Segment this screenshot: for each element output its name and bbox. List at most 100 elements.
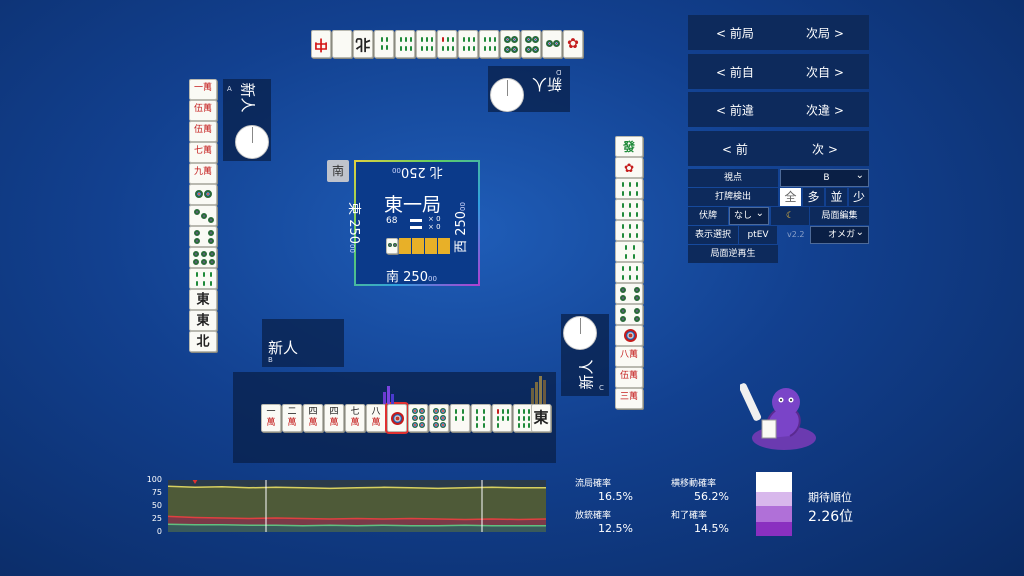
tile-sou [479, 30, 499, 58]
prev-next-round-bar: < 前局 次局 > [688, 15, 869, 50]
bottom-player-seat: B [268, 356, 273, 364]
left-player-panel: 新人 A [223, 79, 271, 161]
right-player-seat: C [599, 384, 604, 392]
current-position-marker-icon [192, 480, 198, 484]
detect-option-many[interactable]: 多 [803, 188, 824, 206]
discard-detect-label: 打牌検出 [688, 188, 778, 206]
tile: 九萬 [189, 163, 217, 184]
prev-diff-button[interactable]: < 前違 [716, 103, 754, 117]
north-label: 北 [429, 164, 443, 179]
dora-indicator-tile [386, 238, 398, 254]
dora-hidden-tile [399, 238, 411, 254]
face-down-select[interactable]: なし [729, 206, 769, 225]
next-round-button[interactable]: 次局 > [806, 26, 844, 40]
round-name: 東一局 [384, 194, 442, 216]
tile-sou [615, 241, 643, 262]
drawn-tile[interactable]: 東 [531, 404, 551, 432]
north-00: 00 [392, 166, 401, 174]
viewpoint-label: 視点 [688, 169, 778, 187]
tile-north: 北 [353, 30, 373, 58]
right-discard-column: 發 ✿ 八萬 伍萬 三萬 [615, 136, 643, 409]
tile: 伍萬 [189, 100, 217, 121]
series-top-line [168, 485, 546, 490]
hand-tile[interactable] [385, 402, 409, 434]
riichi-stick-icon [410, 226, 422, 229]
next-button[interactable]: 次 > [812, 142, 838, 156]
bottom-player-name: 新人 [268, 339, 299, 357]
y-tick-0: 0 [156, 527, 162, 536]
tile-chun: 中 [311, 30, 331, 58]
prev-round-button[interactable]: < 前局 [716, 26, 754, 40]
dealin-rate-value: 12.5% [598, 522, 633, 535]
top-player-panel: 新人 D [488, 66, 570, 112]
prev-next-self-bar: < 前自 次自 > [688, 54, 869, 89]
draw-rate-value: 16.5% [598, 490, 633, 503]
bottom-player-panel: 新人 B [262, 319, 344, 367]
top-discard-row: 中 北 ✿ [311, 30, 583, 60]
tile-pin [615, 283, 643, 304]
hand-tile[interactable] [429, 404, 449, 432]
tile-sou [615, 178, 643, 199]
left-player-timer [235, 125, 269, 159]
next-diff-button[interactable]: 次違 > [806, 103, 844, 117]
west-score-group: 西 25000 [450, 202, 469, 253]
detect-option-few[interactable]: 少 [849, 188, 869, 206]
tile-pin [189, 184, 217, 205]
hand-tile[interactable]: 四萬 [324, 404, 344, 432]
dora-hidden-tile [425, 238, 437, 254]
right-player-name: 新人 [577, 359, 596, 390]
ai-select[interactable]: オメガ [810, 225, 869, 244]
tile-pin [615, 304, 643, 325]
hand-tile[interactable]: 七萬 [345, 404, 365, 432]
top-player-seat: D [556, 68, 562, 76]
moon-icon[interactable]: ☾ [771, 207, 809, 225]
tile-pin [542, 30, 562, 58]
next-self-button[interactable]: 次自 > [806, 65, 844, 79]
hand-tile[interactable] [492, 404, 512, 432]
rank-distribution-bar [756, 472, 792, 536]
tile-haku [332, 30, 352, 58]
tile: 伍萬 [189, 121, 217, 142]
prev-next-bar: < 前 次 > [688, 131, 869, 166]
south-label: 南 [386, 270, 400, 285]
drawn-suggestion-bars [531, 376, 551, 404]
board-edit-button[interactable]: 局面編集 [810, 207, 869, 225]
hand-tile[interactable]: 二萬 [282, 404, 302, 432]
series-middle-line [168, 515, 546, 521]
detect-option-normal[interactable]: 並 [826, 188, 847, 206]
suggestion-bars [383, 386, 397, 404]
hand-tile[interactable] [408, 404, 428, 432]
prev-button[interactable]: < 前 [722, 142, 748, 156]
tile-sou-one: ✿ [615, 157, 643, 178]
hand-tile[interactable] [450, 404, 470, 432]
right-player-panel: 新人 C [561, 314, 609, 396]
prev-self-button[interactable]: < 前自 [716, 65, 754, 79]
hand-tile[interactable] [513, 404, 533, 432]
tile-sou [189, 268, 217, 289]
lateral-rate-label: 横移動確率 [671, 479, 717, 489]
replay-button[interactable]: 局面逆再生 [688, 245, 778, 263]
hand-tile[interactable]: 四萬 [303, 404, 323, 432]
ptev-button[interactable]: ptEV [739, 226, 777, 244]
y-tick-100: 100 [146, 475, 162, 484]
display-select-button[interactable]: 表示選択 [688, 226, 738, 244]
top-player-timer [490, 78, 524, 112]
hand-tile[interactable]: 八萬 [366, 404, 386, 432]
hand-tile[interactable]: 一萬 [261, 404, 281, 432]
viewpoint-select[interactable]: B [780, 168, 869, 187]
mascot-snake-icon [738, 376, 820, 452]
version-label: v2.2 [787, 230, 805, 239]
wall-count: 68 [386, 216, 398, 226]
face-down-label: 伏牌 [688, 207, 728, 225]
dora-hidden-tile [412, 238, 424, 254]
detect-option-all[interactable]: 全 [780, 188, 801, 206]
dealin-rate-label: 放銃確率 [575, 511, 612, 521]
tile: 伍萬 [615, 367, 643, 388]
south-score: 250 [403, 270, 428, 285]
south-00: 00 [427, 275, 437, 283]
expected-rank-label: 期待順位 [808, 491, 852, 504]
hand-tile[interactable] [471, 404, 491, 432]
dora-hidden-tile [438, 238, 450, 254]
tile: 三萬 [615, 388, 643, 409]
west-label: 西 [453, 239, 469, 253]
